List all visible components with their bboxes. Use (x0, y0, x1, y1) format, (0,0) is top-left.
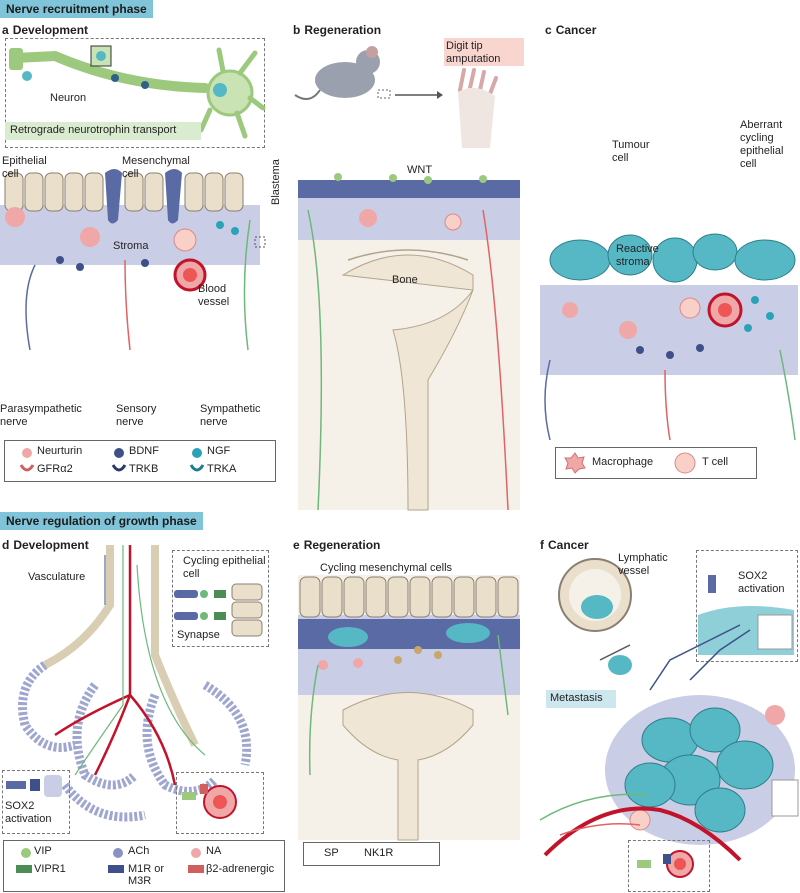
metastasis-box (546, 690, 616, 708)
neuron-label: Neuron (50, 92, 87, 104)
sox2-label-d: SOX2 activation (5, 800, 52, 825)
retrograde-box (5, 122, 201, 140)
legend-b2: β2-adrenergic (206, 863, 275, 875)
sox2-inset-d (2, 770, 70, 834)
legend-trkb: TRKB (129, 463, 159, 475)
b2-icon (188, 865, 204, 873)
trkb-icon (111, 464, 127, 472)
neuron-illustration (9, 45, 266, 139)
legend-vip: VIP (34, 845, 52, 857)
sox2-inset-f (696, 550, 798, 662)
mesenchymal-label: Mesenchymal cell (122, 155, 190, 180)
legend-ngf: NGF (207, 445, 231, 457)
panel-a-tissue (0, 169, 266, 351)
aberrant-label: Aberrant cycling epithelial cell (740, 119, 784, 170)
cycling-epithelial-inset (172, 550, 269, 647)
ngf-icon (192, 448, 202, 458)
cycling-epithelial-label: Cycling epithelial cell (183, 555, 266, 580)
metastasis-label: Metastasis (550, 692, 603, 704)
parasympathetic-label: Parasympathetic nerve (0, 403, 82, 428)
legend-gfra2: GFRα2 (37, 463, 73, 475)
sympathetic-label: Sympathetic nerve (200, 403, 261, 428)
vasculature-label: Vasculature (28, 571, 86, 583)
na-icon (191, 848, 201, 858)
panel-c-tissue (540, 233, 798, 441)
lymphatic-vessel (558, 558, 632, 632)
bone-label: Bone (392, 274, 418, 286)
wnt-label: WNT (407, 164, 433, 176)
bdnf-icon (114, 448, 124, 458)
neuron-inset-box (5, 38, 265, 148)
legend-na: NA (206, 845, 222, 857)
legend-sp: SP NK1R (303, 842, 440, 866)
m1r-icon (108, 865, 124, 873)
na-receptor-icon (182, 784, 237, 819)
legend-trka: TRKA (207, 463, 237, 475)
sox2-cell-icon (698, 575, 794, 655)
legend-neurturin: Neurturin (37, 445, 83, 457)
phase-header-recruitment: Nerve recruitment phase (0, 0, 153, 18)
paw-icon (458, 68, 498, 148)
digit-tip-label: Digit tip amputation (446, 40, 501, 65)
stroma-label: Stroma (113, 240, 149, 252)
tcell-icon (674, 452, 696, 474)
retrograde-label: Retrograde neurotrophin transport (10, 124, 177, 136)
tumour-label: Tumour cell (612, 139, 650, 164)
legend-macrophage: Macrophage (592, 456, 654, 468)
synapse-icon (174, 583, 263, 637)
cycling-mesenchymal-label: Cycling mesenchymal cells (320, 562, 453, 574)
na-receptor-icon-f (637, 850, 694, 878)
phase-header-growth: Nerve regulation of growth phase (0, 512, 203, 530)
epithelial-label: Epithelial cell (2, 155, 47, 180)
mouse-illustration (294, 46, 391, 100)
digit-tip-box: Digit tip amputation (444, 38, 524, 66)
synapse-label: Synapse (177, 629, 220, 641)
legend-tcell: T cell (702, 456, 729, 468)
legend-immune: Macrophage T cell (555, 447, 757, 479)
na-inset (176, 772, 264, 834)
legend-nk1r-label: NK1R (364, 847, 394, 859)
gland-illustration (18, 545, 252, 822)
ach-icon (113, 848, 123, 858)
legend-neurotrophins: Neurturin BDNF NGF GFRα2 TRKB TRKA (4, 440, 276, 482)
sox2-label-f: SOX2 activation (738, 570, 785, 595)
legend-ach: ACh (128, 845, 150, 857)
trka-icon (189, 464, 205, 472)
legend-vipr1: VIPR1 (34, 863, 66, 875)
lymphatic-label: Lymphatic vessel (618, 552, 668, 577)
legend-m1r: M1R or M3R (128, 863, 165, 887)
sensory-label: Sensory nerve (116, 403, 157, 428)
panel-e-tissue (298, 575, 520, 841)
na-inset-f (628, 840, 710, 892)
reactive-stroma-label: Reactive stroma (616, 243, 659, 268)
vipr1-icon (16, 865, 32, 873)
legend-bdnf: BDNF (129, 445, 159, 457)
gfra2-icon (19, 464, 35, 472)
legend-sp-label: SP (324, 847, 339, 859)
arrow-to-paw (395, 91, 443, 99)
macrophage-icon (564, 452, 586, 474)
sox2-receptor-icon (6, 775, 62, 797)
vip-icon (21, 848, 31, 858)
blastema-label: Blastema (270, 159, 282, 205)
blood-vessel-label: Blood vessel (198, 283, 230, 308)
legend-neurotransmitters: VIP ACh NA VIPR1 M1R or M3R β2-adrenergi… (3, 840, 285, 892)
neurturin-icon (22, 448, 32, 458)
tumour-mass (539, 624, 799, 862)
blastema-illustration (298, 173, 520, 511)
